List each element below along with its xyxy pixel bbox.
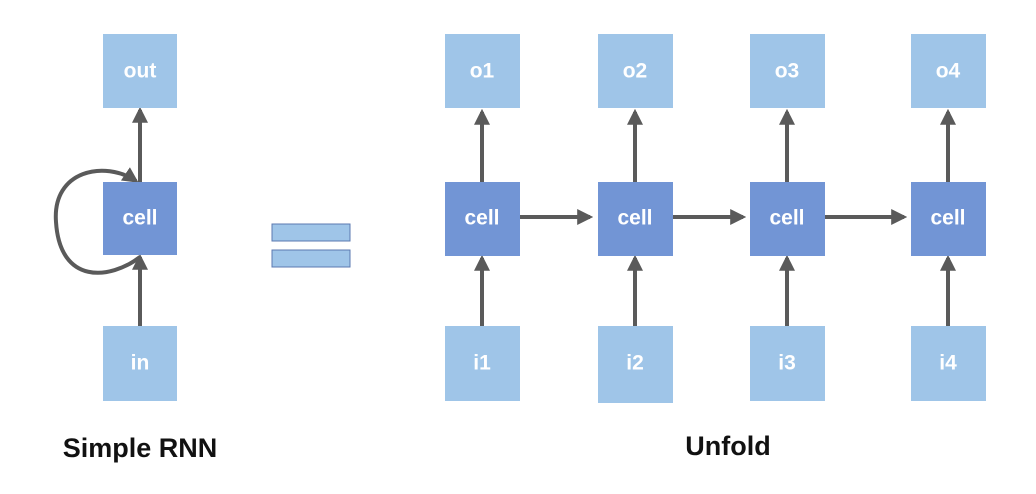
cell-node-label: cell — [122, 207, 157, 230]
equals-bottom-bar — [271, 249, 351, 268]
o2-node-label: o2 — [623, 60, 648, 83]
i2-node: i2 — [598, 326, 673, 403]
in-node: in — [103, 326, 177, 401]
unfold-group: o1 cell i1 o2 cell — [445, 34, 986, 461]
i3-node: i3 — [750, 326, 825, 401]
i2-node-label: i2 — [626, 352, 644, 375]
cell-node-1-label: cell — [464, 207, 499, 230]
unfold-step-1: o1 cell i1 — [445, 34, 520, 401]
cell-node-2: cell — [598, 182, 673, 256]
i1-node: i1 — [445, 326, 520, 401]
cell-node-3-label: cell — [769, 207, 804, 230]
unfold-caption: Unfold — [685, 431, 770, 461]
recurrent-loop-arrow — [53, 167, 142, 275]
i4-node: i4 — [911, 326, 986, 401]
i4-node-label: i4 — [939, 352, 957, 375]
in-node-label: in — [131, 352, 150, 375]
unfold-step-2: o2 cell i2 — [598, 34, 673, 403]
equals-sign — [271, 223, 351, 268]
o1-node-label: o1 — [470, 60, 495, 83]
unfold-step-3: o3 cell i3 — [750, 34, 825, 401]
cell-node: cell — [103, 182, 177, 255]
o4-node: o4 — [911, 34, 986, 108]
out-node: out — [103, 34, 177, 108]
equals-top-bar — [271, 223, 351, 242]
cell-node-2-label: cell — [617, 207, 652, 230]
cell-node-4-label: cell — [930, 207, 965, 230]
o3-node: o3 — [750, 34, 825, 108]
i1-node-label: i1 — [473, 352, 491, 375]
out-node-label: out — [124, 60, 157, 83]
o2-node: o2 — [598, 34, 673, 108]
i3-node-label: i3 — [778, 352, 796, 375]
o3-node-label: o3 — [775, 60, 800, 83]
cell-node-3: cell — [750, 182, 825, 256]
simple-rnn-group: out cell in Simple RNN — [53, 34, 218, 463]
cell-node-4: cell — [911, 182, 986, 256]
o4-node-label: o4 — [936, 60, 961, 83]
simple-rnn-caption: Simple RNN — [63, 433, 218, 463]
o1-node: o1 — [445, 34, 520, 108]
unfold-step-4: o4 cell i4 — [911, 34, 986, 401]
cell-node-1: cell — [445, 182, 520, 256]
